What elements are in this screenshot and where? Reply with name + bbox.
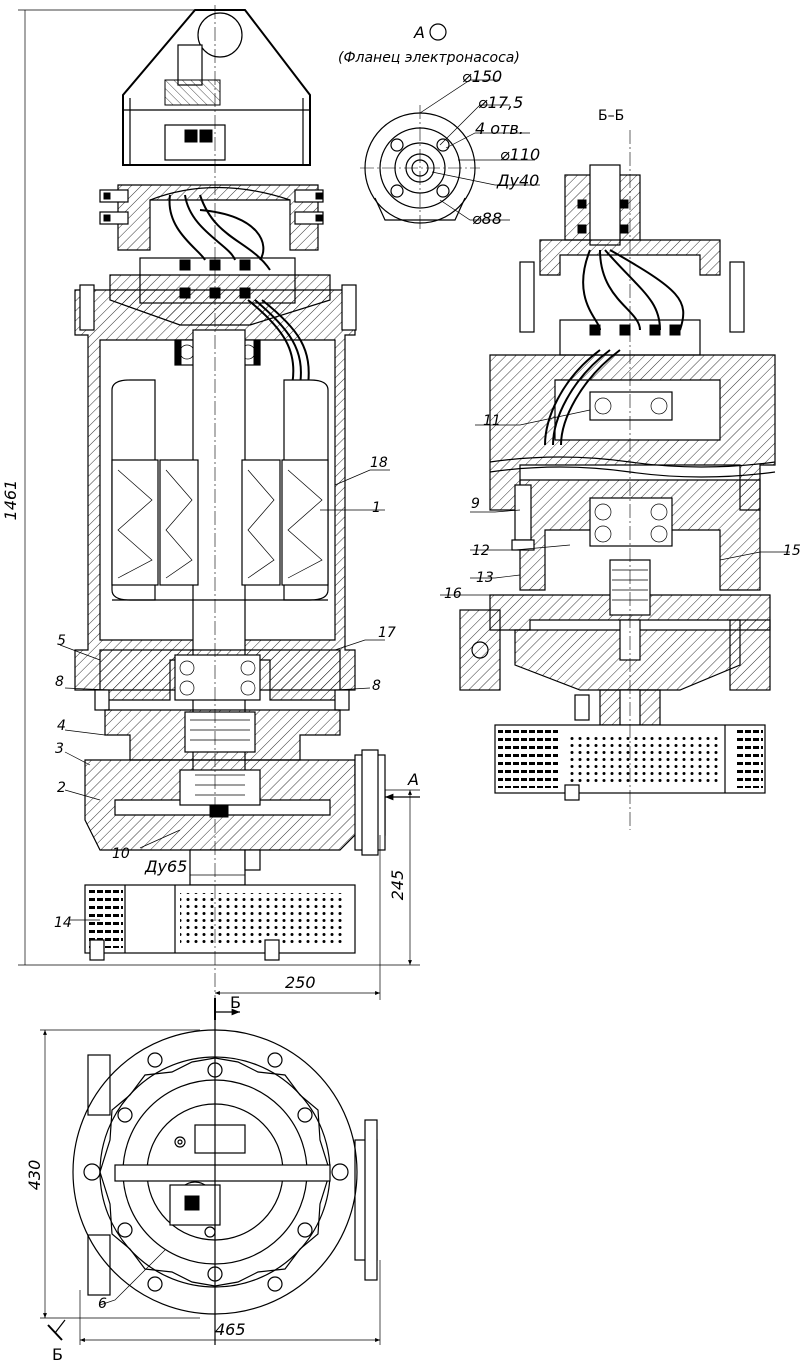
plan-view: [40, 998, 381, 1345]
part-label-14: 14: [54, 915, 72, 931]
part-label-8-left: 8: [55, 674, 64, 690]
dim-250: 250: [285, 973, 316, 992]
part-label-13: 13: [476, 570, 494, 586]
section-bb-view: [440, 130, 790, 830]
dim-110: ⌀110: [500, 145, 540, 164]
section-bb-labels: Б–Б 11 9 12 15 13 16: [444, 108, 801, 602]
dim-245: 245: [388, 870, 407, 901]
part-label-9: 9: [471, 496, 480, 512]
cut-label-bottom: Б: [52, 1345, 63, 1364]
main-section-view: [18, 5, 420, 1000]
part-label-2: 2: [57, 780, 66, 796]
dim-overall-height: 1461: [1, 480, 20, 521]
part-label-4: 4: [57, 718, 66, 734]
cut-label-top: Б: [230, 993, 241, 1012]
part-label-10: 10: [112, 846, 130, 862]
flange-view-a: [360, 79, 540, 232]
part-label-18: 18: [370, 455, 388, 471]
part-label-5: 5: [57, 633, 66, 649]
dim-4-holes: 4 отв.: [475, 119, 524, 138]
main-view-labels: 1461 Ду65 245 250 А 18 1 5 17 8 8 4 3 2 …: [1, 455, 419, 992]
dim-88: ⌀88: [472, 209, 502, 228]
section-bb-title: Б–Б: [598, 108, 624, 124]
part-label-6: 6: [98, 1296, 107, 1312]
part-label-16: 16: [444, 586, 462, 602]
part-label-1: 1: [372, 500, 381, 516]
view-a-subtitle: (Фланец электронасоса): [338, 50, 520, 66]
part-label-12: 12: [472, 543, 490, 559]
part-label-17: 17: [378, 625, 396, 641]
dim-430: 430: [25, 1160, 44, 1191]
dim-du40: Ду40: [496, 171, 539, 190]
rotation-icon: [429, 23, 447, 41]
plan-view-labels: Б Б 430 465 6: [25, 993, 246, 1364]
view-arrow-a: А: [407, 770, 419, 789]
part-label-8-right: 8: [372, 678, 381, 694]
part-label-11: 11: [483, 413, 501, 429]
dim-inlet-du65: Ду65: [144, 857, 187, 876]
dim-465: 465: [215, 1320, 246, 1339]
part-label-3: 3: [55, 741, 64, 757]
flange-view-a-labels: А (Фланец электронасоса) ⌀150 ⌀17,5 4 от…: [338, 23, 540, 228]
view-a-title: А: [413, 23, 425, 42]
dim-150: ⌀150: [462, 67, 502, 86]
part-label-15: 15: [783, 543, 801, 559]
dim-17-5: ⌀17,5: [478, 93, 523, 112]
